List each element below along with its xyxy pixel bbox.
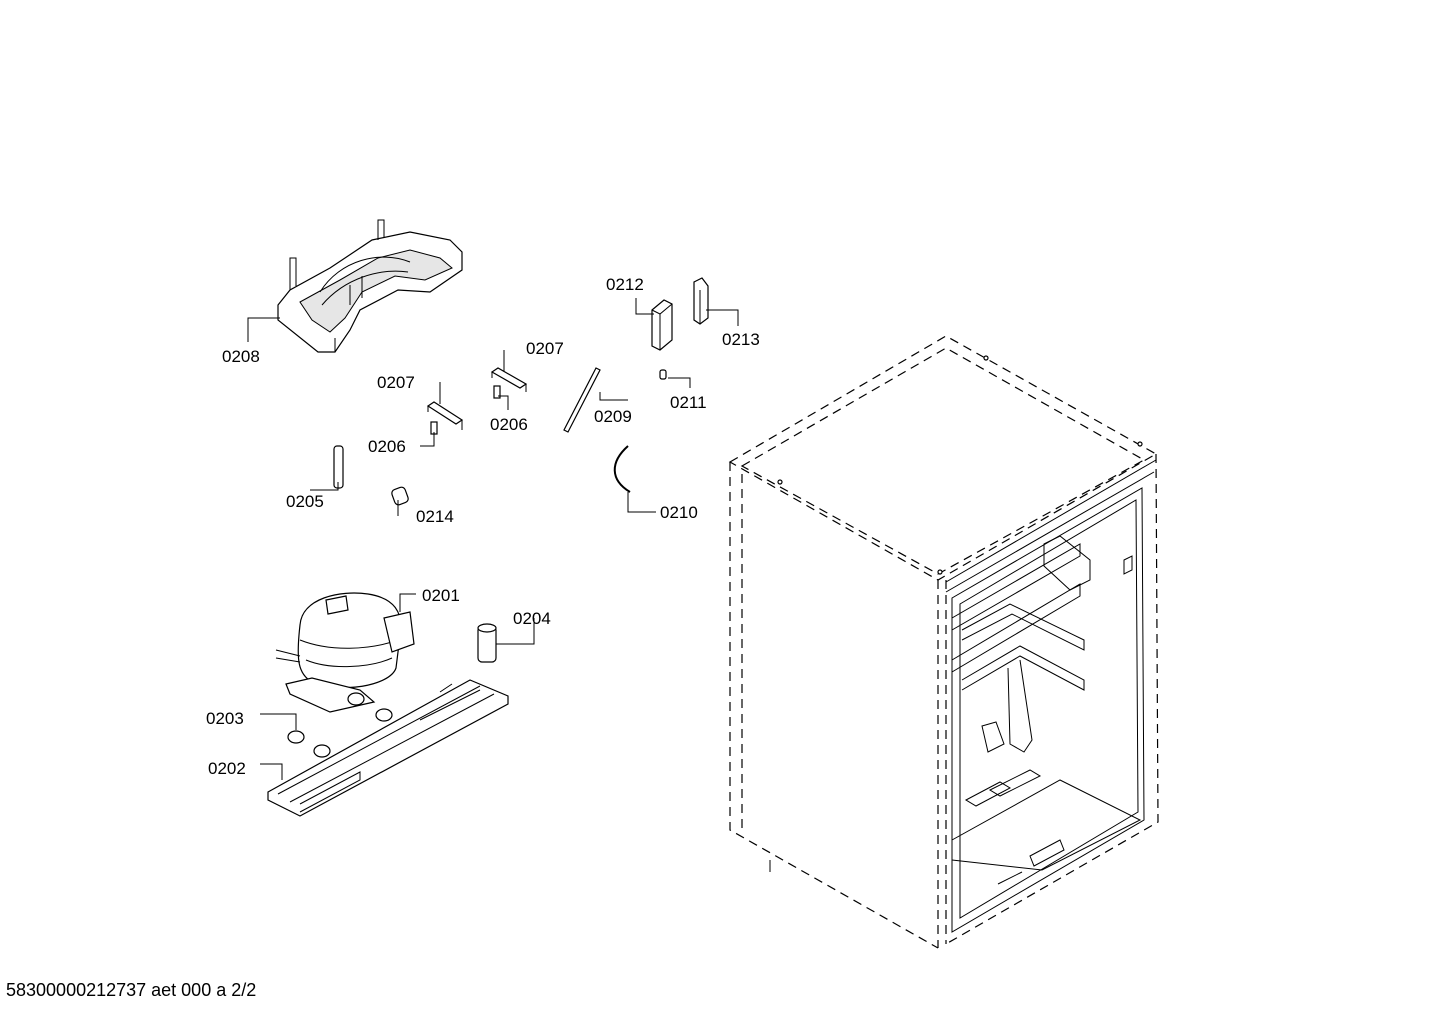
part-0211-screw <box>659 369 667 380</box>
callout-0208: 0208 <box>222 347 260 366</box>
part-0207-bracket-upper <box>490 367 528 392</box>
callout-0206-lower: 0206 <box>368 437 406 456</box>
part-0203-grommets <box>287 692 393 758</box>
callout-0202: 0202 <box>208 759 246 778</box>
leader-lines <box>247 298 739 780</box>
part-0214-sleeve <box>391 486 409 506</box>
part-0202-base-plate <box>267 679 509 817</box>
document-id-footer: 58300000212737 aet 000 a 2/2 <box>6 980 257 1000</box>
appliance-cabinet <box>728 335 1159 949</box>
callout-labels: 0208 0207 0207 0206 0206 0205 0214 0209 … <box>206 275 760 778</box>
part-0209-rod <box>563 367 601 433</box>
part-0210-cable <box>613 445 631 493</box>
callout-0209: 0209 <box>594 407 632 426</box>
callout-0205: 0205 <box>286 492 324 511</box>
part-0204-capacitor <box>477 623 497 663</box>
callout-0207-lower: 0207 <box>377 373 415 392</box>
callout-0212: 0212 <box>606 275 644 294</box>
part-0212-housing <box>651 299 673 351</box>
callout-0203: 0203 <box>206 709 244 728</box>
callout-0213: 0213 <box>722 330 760 349</box>
callout-0201: 0201 <box>422 586 460 605</box>
part-0207-bracket-lower <box>426 401 464 430</box>
callout-0206-upper: 0206 <box>490 415 528 434</box>
part-0205-spacer <box>333 445 344 489</box>
callout-0214: 0214 <box>416 507 454 526</box>
callout-0211: 0211 <box>670 393 707 412</box>
callout-0210: 0210 <box>660 503 698 522</box>
part-0201-compressor <box>275 592 415 713</box>
part-0206-pin-upper <box>493 385 501 399</box>
part-0213-cover <box>693 277 709 325</box>
part-0208-cover-tray <box>277 219 463 353</box>
callout-0207-upper: 0207 <box>526 339 564 358</box>
callout-0204: 0204 <box>513 609 551 628</box>
